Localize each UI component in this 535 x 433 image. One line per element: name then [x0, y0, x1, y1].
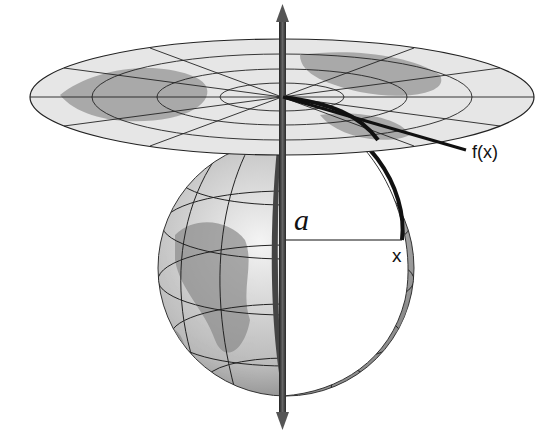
axis-label: a — [292, 204, 311, 236]
function-label: f(x) — [470, 142, 500, 162]
radius-label: x — [390, 245, 404, 266]
